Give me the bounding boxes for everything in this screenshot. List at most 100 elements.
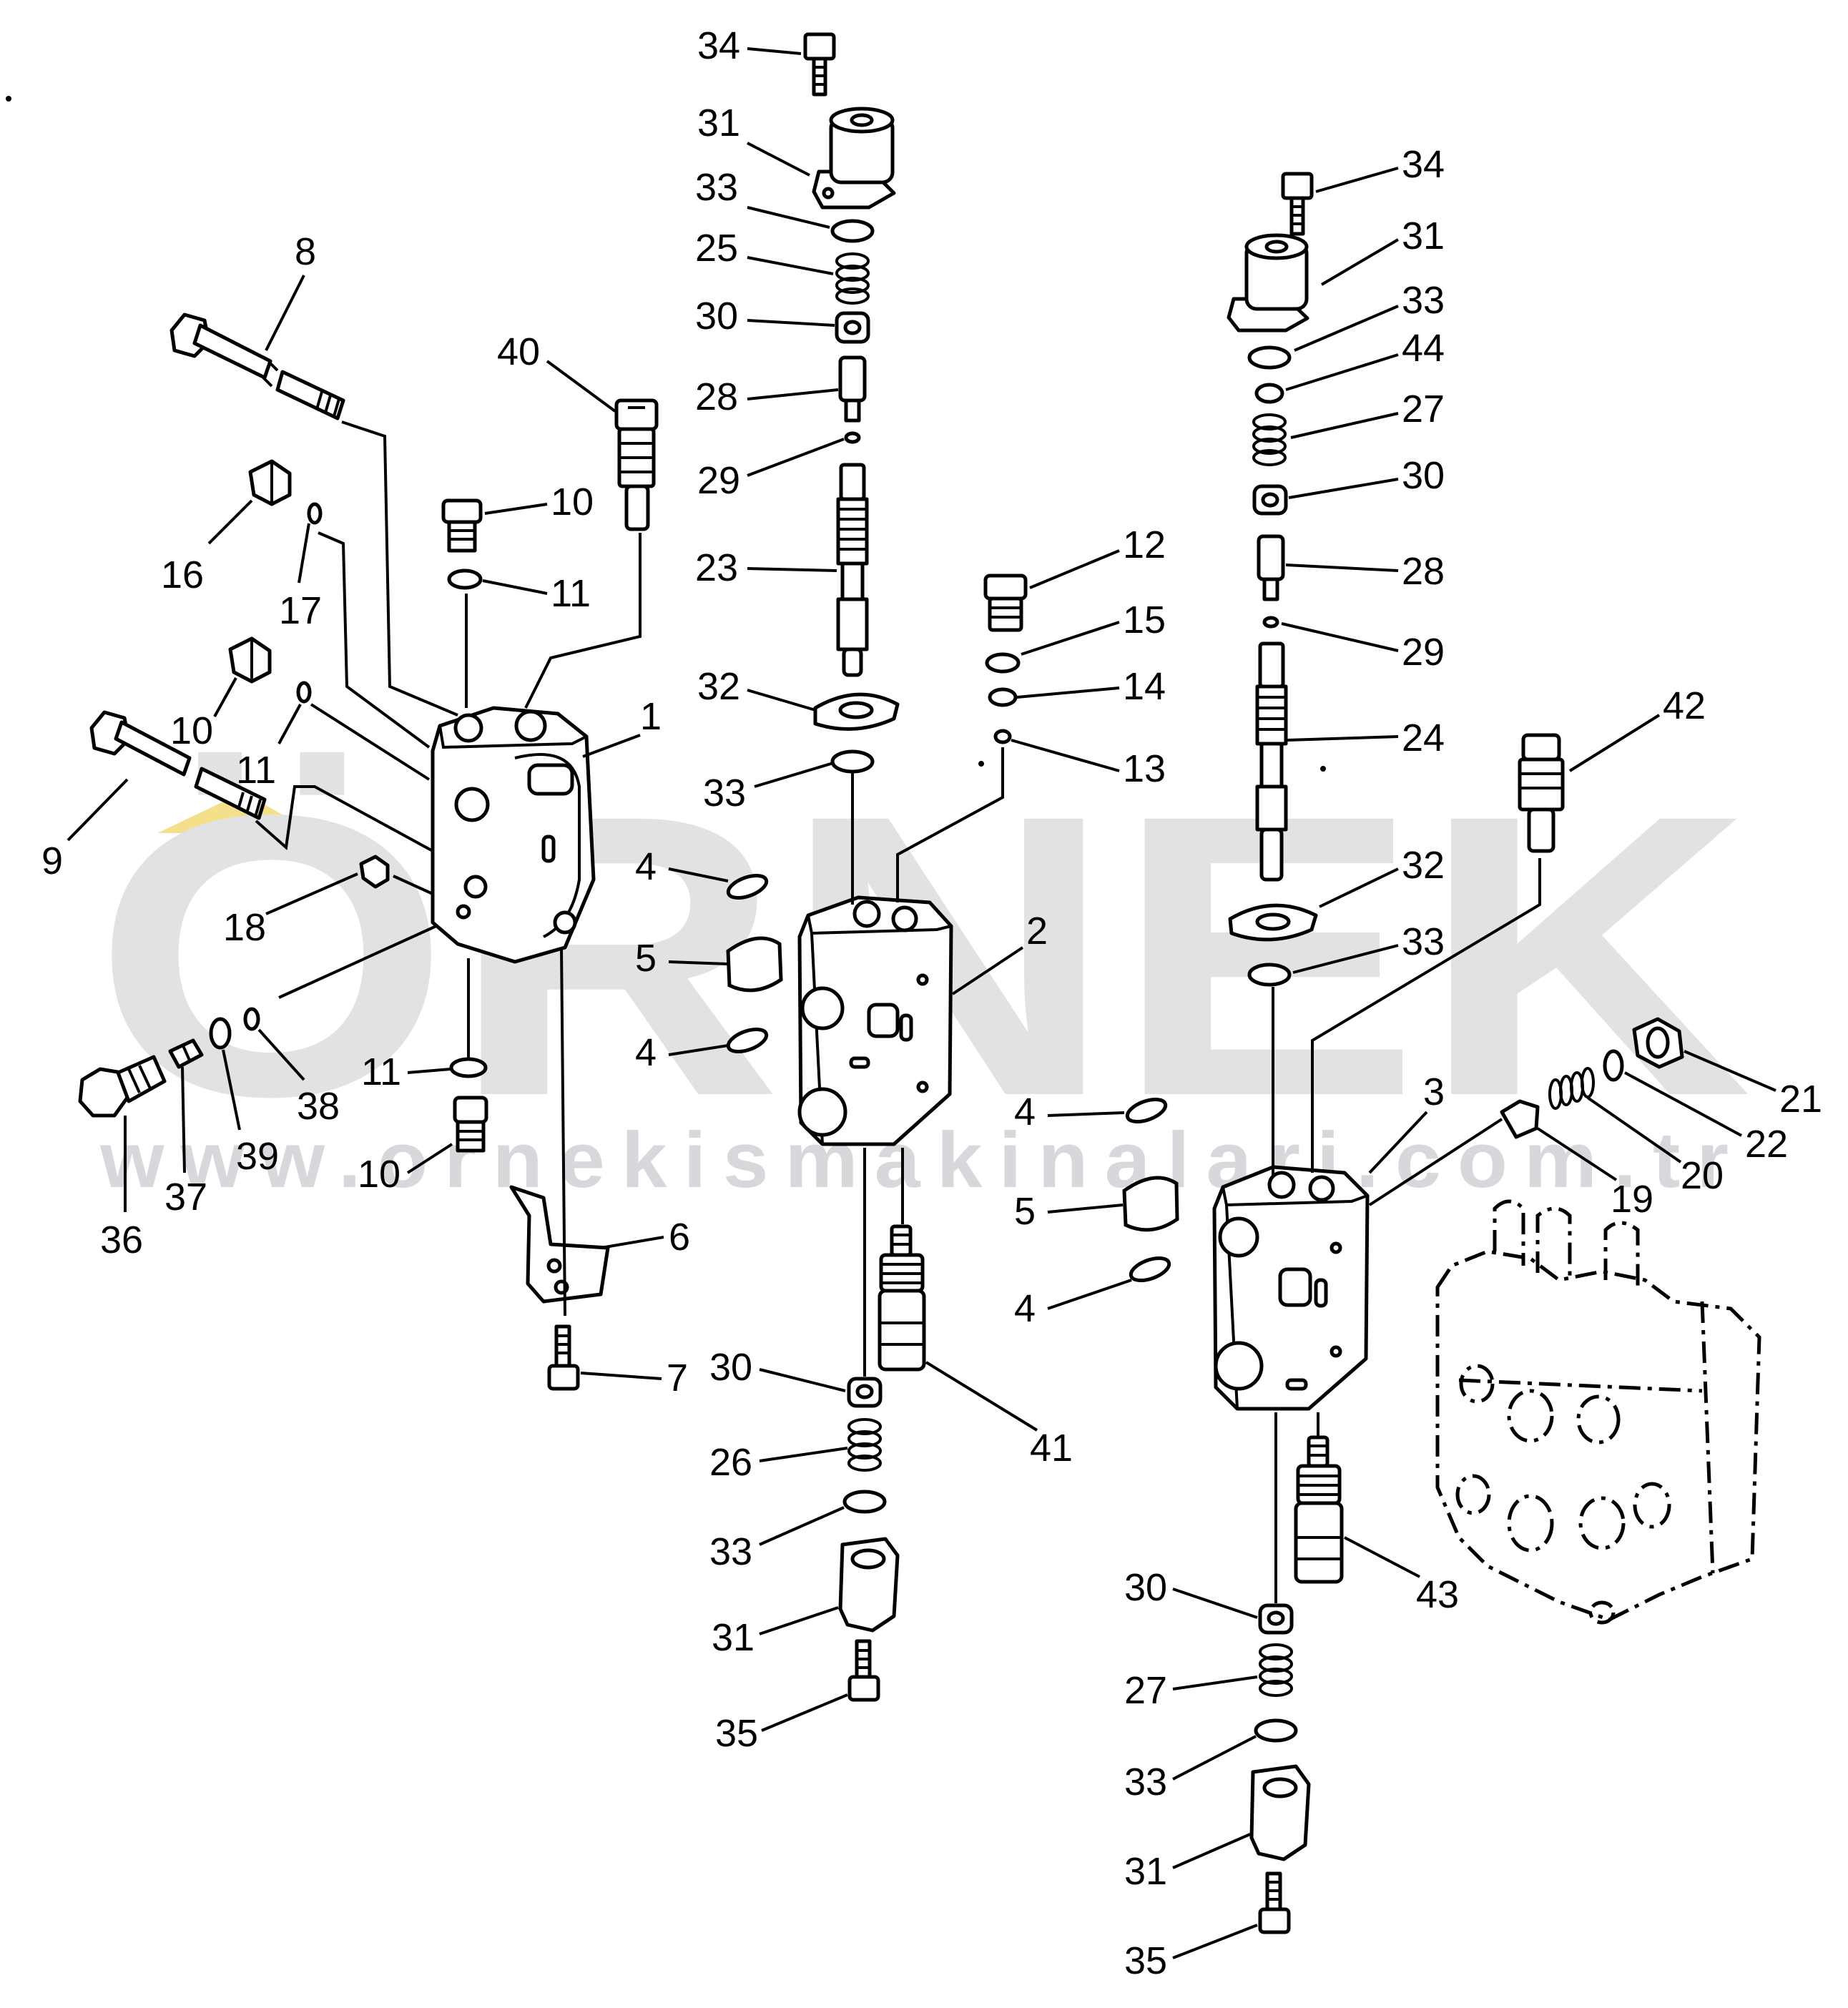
ring-13-icon	[993, 729, 1012, 744]
callout-label: 38	[297, 1085, 340, 1128]
assembled-valve-view-icon	[1435, 1199, 1761, 1625]
callout-label: 44	[1402, 327, 1445, 370]
callout-label: 10	[551, 481, 594, 523]
retainer-30-c-icon	[1252, 484, 1288, 516]
o-ring-15-icon	[985, 652, 1021, 674]
callout-label: 26	[709, 1441, 752, 1484]
callout-labels: 34 31 33 25 30 28 29 23 32 33 34 31 33 4…	[41, 24, 1822, 1982]
right-side-fittings	[1311, 733, 1761, 1625]
callout-label: 12	[1123, 523, 1166, 566]
callout-label: 34	[697, 24, 740, 67]
callout-label: 7	[667, 1357, 688, 1399]
callout-label: 17	[279, 589, 322, 632]
callout-label: 11	[551, 572, 591, 615]
watermark-accent	[157, 792, 315, 833]
callout-label: 4	[1014, 1287, 1036, 1330]
callout-label: 29	[697, 459, 740, 502]
callout-label: 39	[236, 1135, 279, 1178]
callout-label: 33	[695, 166, 738, 209]
bracket-6-icon	[509, 1185, 610, 1304]
fitting-37-icon	[168, 1038, 204, 1069]
callout-label: 19	[1611, 1178, 1653, 1221]
cover-31-c-icon	[1227, 233, 1309, 333]
callout-label: 10	[170, 709, 213, 752]
bolt-34-b-icon	[1281, 172, 1314, 236]
poppet-19-icon	[1500, 1099, 1540, 1139]
callout-label: 20	[1681, 1154, 1724, 1197]
callout-label: 6	[669, 1216, 690, 1259]
left-valve-group	[78, 312, 659, 1391]
ring-29-b-icon	[1262, 616, 1279, 629]
cover-31-b-icon	[838, 1537, 900, 1633]
o-ring-33-a-icon	[830, 219, 875, 243]
plug-10-c-icon	[453, 1096, 488, 1153]
callout-label: 33	[709, 1530, 752, 1573]
callout-label: 16	[161, 553, 204, 596]
callout-label: 30	[709, 1346, 752, 1389]
callout-label: 21	[1779, 1078, 1822, 1121]
callout-label: 31	[712, 1616, 755, 1659]
callout-label: 33	[1402, 920, 1445, 963]
callout-label: 11	[236, 749, 276, 792]
o-ring-11-b-icon	[296, 681, 312, 704]
retainer-30-d-icon	[1258, 1603, 1294, 1635]
callout-label: 32	[1402, 844, 1445, 887]
bolt-34-top-icon	[803, 32, 836, 97]
o-ring-33-e-icon	[1247, 963, 1292, 987]
o-ring-38-icon	[243, 1007, 260, 1031]
gasket-4-b-icon	[726, 1027, 769, 1054]
relief-valve-40-icon	[614, 398, 659, 531]
gasket-4-a-icon	[726, 873, 769, 900]
stray-dot	[6, 96, 11, 102]
callout-label: 30	[695, 295, 738, 338]
plug-10-b-icon	[228, 636, 272, 684]
callout-label: 4	[1014, 1091, 1036, 1133]
spool-23-icon	[836, 463, 869, 677]
callout-label: 43	[1416, 1573, 1459, 1616]
bolt-35-b-icon	[1258, 1871, 1291, 1934]
o-ring-11-a-icon	[447, 569, 483, 590]
callout-label: 35	[1124, 1939, 1167, 1982]
callout-label: 35	[715, 1712, 758, 1755]
spring-27-a-icon	[1252, 413, 1287, 466]
callout-label: 3	[1423, 1071, 1445, 1113]
cover-31-d-icon	[1249, 1764, 1311, 1861]
stopper-28-a-icon	[838, 355, 867, 423]
spring-26-icon	[847, 1418, 882, 1472]
tie-bolt-9-icon	[89, 710, 267, 820]
plug-16-icon	[248, 459, 292, 506]
callout-label: 1	[640, 695, 662, 738]
callout-label: 4	[635, 845, 657, 888]
callout-label: 29	[1402, 631, 1445, 674]
valve-body-3-icon	[1212, 1165, 1370, 1411]
callout-label: 27	[1124, 1669, 1167, 1712]
callout-label: 24	[1402, 717, 1445, 759]
callout-label: 28	[695, 375, 738, 418]
watermark-url: www.ornekismakinalari.com.tr	[99, 1116, 1745, 1204]
valve-body-2-icon	[797, 895, 953, 1146]
plug-12-icon	[983, 574, 1028, 632]
plate-32-b-icon	[1228, 903, 1318, 942]
callout-label: 14	[1123, 665, 1166, 708]
spring-27-b-icon	[1259, 1643, 1293, 1697]
callout-label: 33	[1402, 279, 1445, 322]
callout-label: 33	[703, 772, 746, 814]
callout-label: 11	[361, 1050, 401, 1093]
cover-31-top-icon	[812, 107, 896, 210]
spring-25-icon	[835, 252, 870, 305]
relief-valve-43-icon	[1294, 1435, 1344, 1584]
callout-label: 27	[1402, 388, 1445, 430]
tie-bolt-8-icon	[169, 312, 345, 420]
o-ring-17-icon	[307, 502, 323, 525]
callout-label: 10	[358, 1153, 400, 1196]
valve-42-icon	[1518, 733, 1565, 853]
plug-18-icon	[359, 855, 390, 889]
fitting-36-icon	[78, 1055, 167, 1118]
relief-valve-41-icon	[878, 1224, 926, 1372]
callout-label: 31	[1402, 215, 1445, 257]
plug-10-a-icon	[441, 498, 483, 553]
callout-label: 15	[1123, 599, 1166, 641]
callout-label: 30	[1124, 1566, 1167, 1609]
o-ring-33-d-icon	[1247, 345, 1292, 370]
